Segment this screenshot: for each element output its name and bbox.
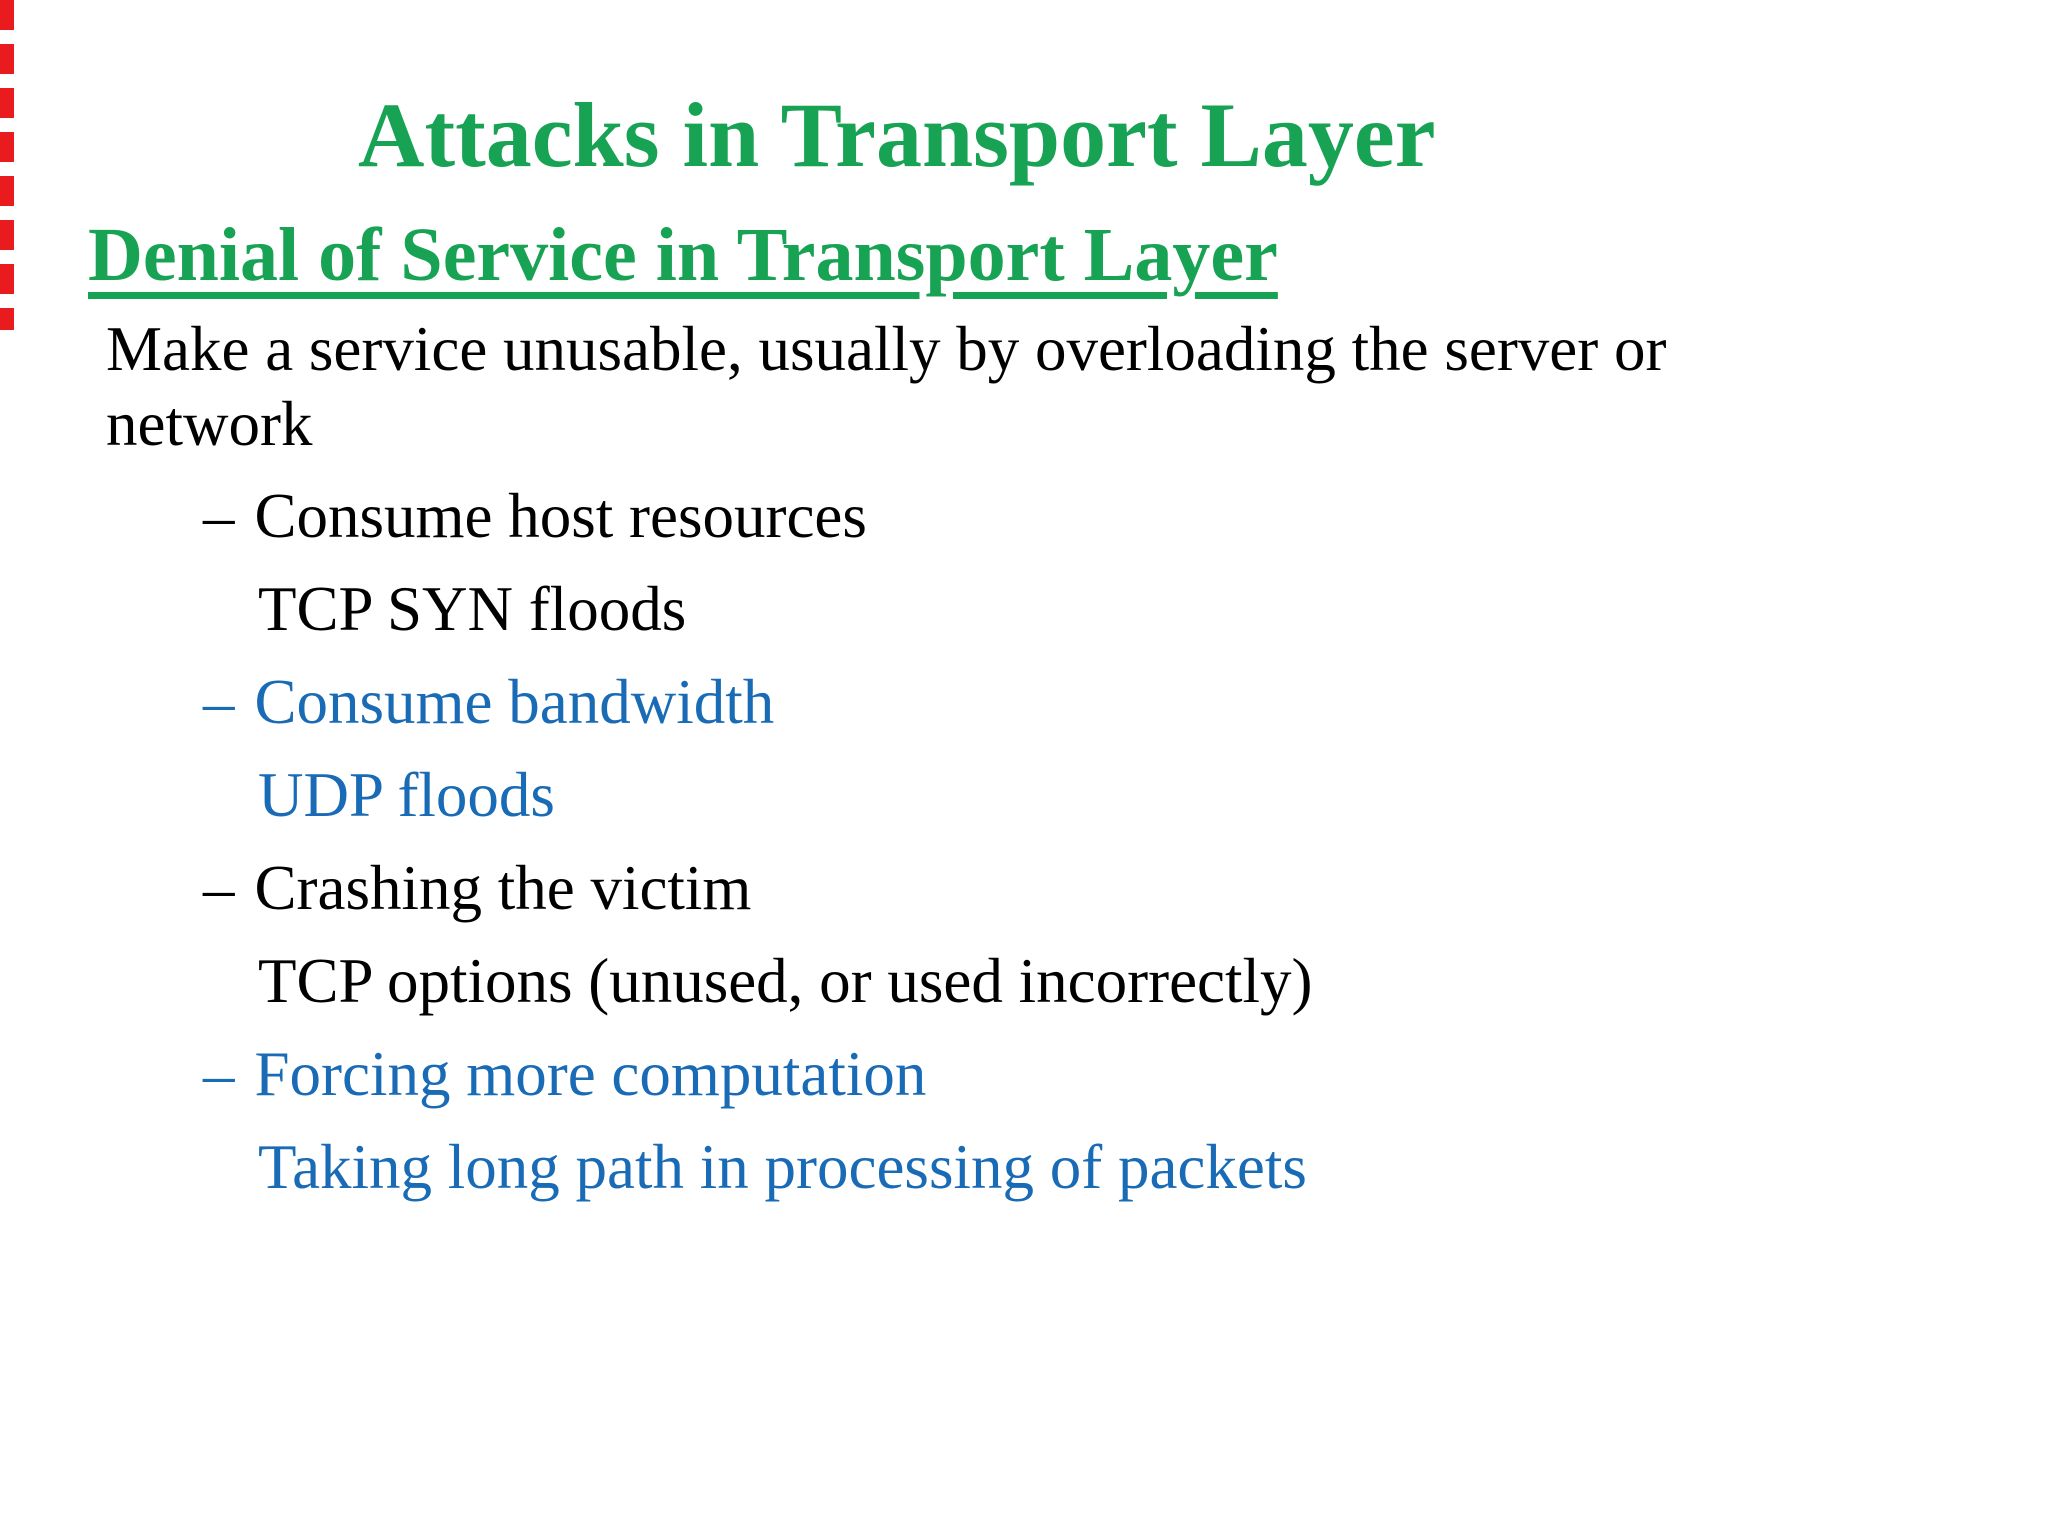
bullet-text: Forcing more computation bbox=[254, 1039, 927, 1109]
bullet-crashing-the-victim: –Crashing the victim bbox=[0, 842, 2048, 935]
intro-paragraph: Make a service unusable, usually by over… bbox=[106, 312, 1666, 462]
slide-title: Attacks in Transport Layer bbox=[358, 84, 1436, 186]
intro-line-1: Make a service unusable, usually by over… bbox=[106, 314, 1667, 384]
bullet-dash: – bbox=[203, 667, 235, 737]
red-dashed-edge-marker bbox=[0, 0, 14, 330]
bullet-text: Consume host resources bbox=[254, 481, 867, 551]
bullet-text: Consume bandwidth bbox=[254, 667, 775, 737]
bullet-consume-bandwidth: –Consume bandwidth bbox=[0, 656, 2048, 749]
bullet-dash: – bbox=[203, 853, 235, 923]
section-heading: Denial of Service in Transport Layer bbox=[88, 213, 1278, 297]
subitem-tcp-options: TCP options (unused, or used incorrectly… bbox=[258, 946, 1313, 1016]
bullet-text: Crashing the victim bbox=[254, 853, 752, 923]
subitem-taking-long-path: Taking long path in processing of packet… bbox=[258, 1132, 1307, 1202]
bullet-consume-host-resources: –Consume host resources bbox=[0, 470, 2048, 563]
intro-line-2: network bbox=[106, 389, 313, 459]
bullet-list: –Consume host resources TCP SYN floods –… bbox=[0, 470, 2048, 1214]
bullet-dash: – bbox=[203, 481, 235, 551]
subitem-tcp-syn-floods: TCP SYN floods bbox=[258, 574, 687, 644]
bullet-dash: – bbox=[203, 1039, 235, 1109]
bullet-forcing-more-computation: –Forcing more computation bbox=[0, 1028, 2048, 1121]
subitem-udp-floods: UDP floods bbox=[258, 760, 555, 830]
